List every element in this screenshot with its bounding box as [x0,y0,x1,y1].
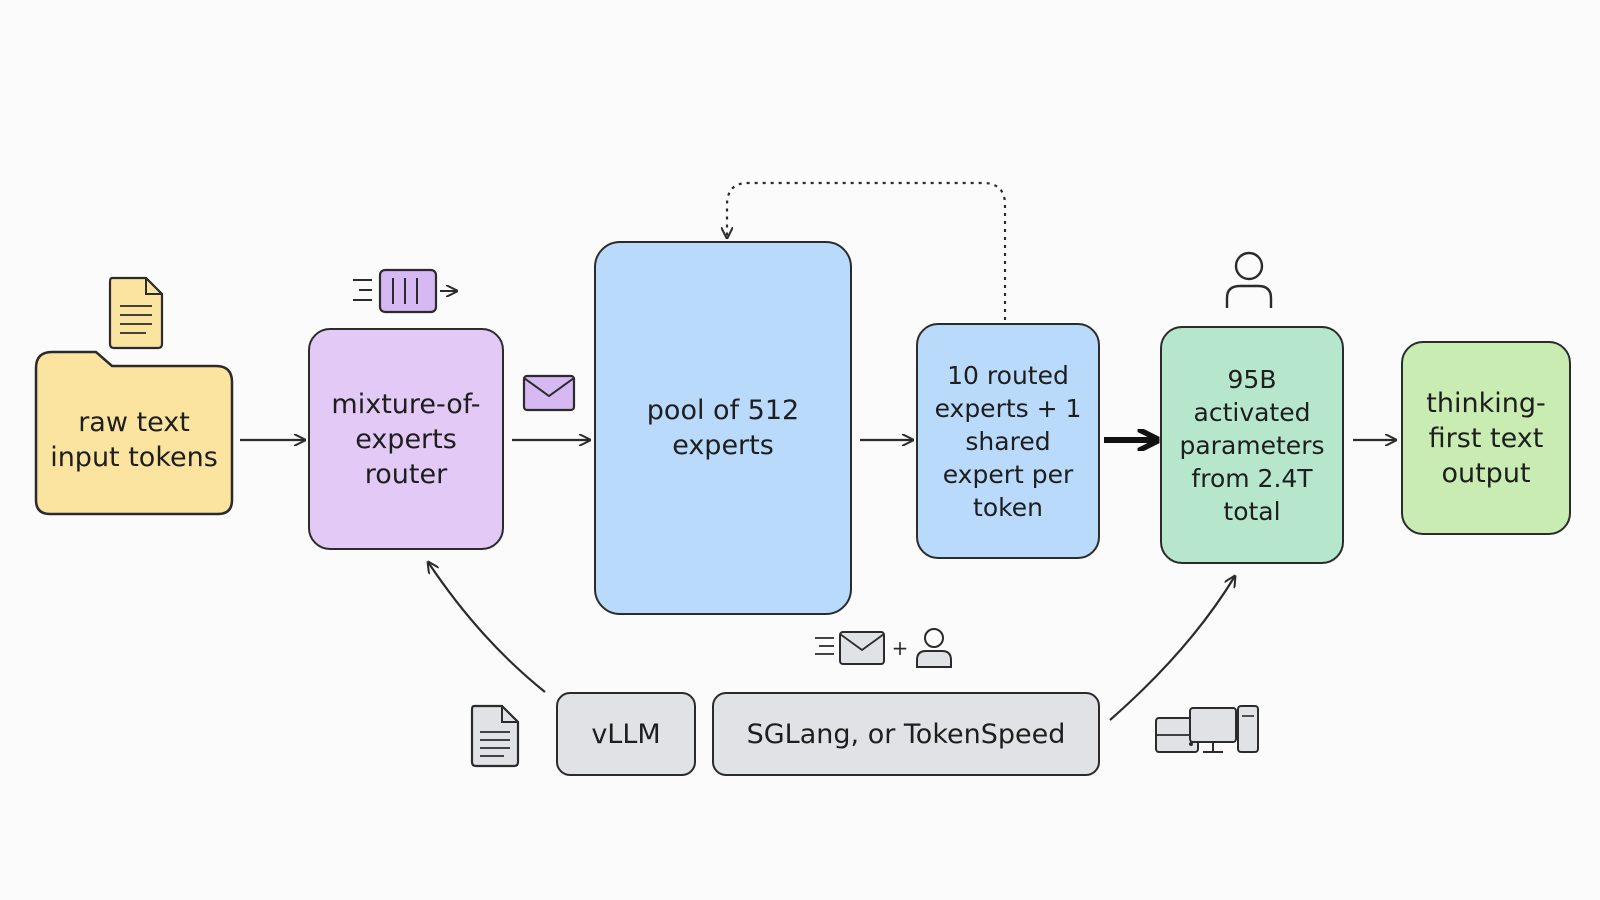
expert-pool-label: pool of 512 experts [646,395,800,461]
text-output-label: thinking-first text output [1426,387,1546,489]
envelope-plus-person-icon: + [815,628,952,668]
activated-params-node: 95B activated parameters from 2.4T total [1160,326,1344,564]
queue-icon [353,268,457,314]
curve-arrow-sglang-to-activated [1109,576,1235,721]
input-tokens-node: raw text input tokens [42,372,226,508]
moe-router-node: mixture-of-experts router [308,328,504,550]
vllm-node: vLLM [556,692,696,776]
moe-router-label: mixture-of-experts router [331,388,481,490]
document-icon [470,704,520,768]
text-output-node: thinking-first text output [1401,341,1571,535]
vllm-label: vLLM [591,718,661,750]
person-icon [1225,251,1273,308]
plus-symbol: + [892,636,909,660]
expert-pool-node: pool of 512 experts [594,241,852,615]
curve-arrow-vllm-to-router [428,562,546,693]
input-tokens-label: raw text input tokens [50,407,218,473]
sglang-tokenspeed-node: SGLang, or TokenSpeed [712,692,1100,776]
routed-experts-node: 10 routed experts + 1 shared expert per … [916,323,1100,559]
envelope-icon [522,374,576,412]
routed-experts-label: 10 routed experts + 1 shared expert per … [934,360,1082,522]
folder-shape [34,350,234,516]
server-computer-icon [1155,705,1259,753]
document-icon [108,276,164,350]
activated-params-label: 95B activated parameters from 2.4T total [1179,364,1325,526]
sglang-tokenspeed-label: SGLang, or TokenSpeed [746,718,1066,750]
